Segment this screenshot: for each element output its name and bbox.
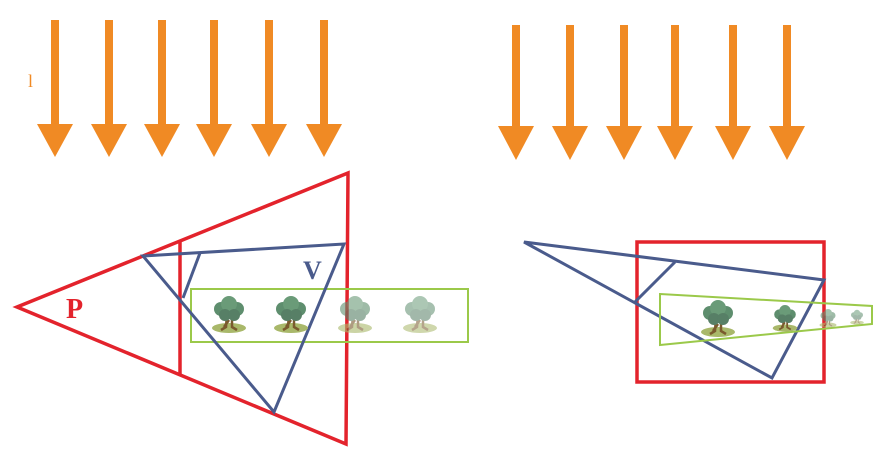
trees-right: [699, 298, 865, 339]
view-near-plane: [181, 252, 202, 299]
right-panel: [498, 25, 873, 384]
light-arrow: [91, 20, 127, 157]
light-arrow: [552, 25, 588, 160]
light-arrow: [196, 20, 232, 157]
view-label: V: [303, 256, 322, 285]
tree-icon: [818, 308, 838, 329]
tree-icon: [699, 298, 737, 339]
tree-icon: [849, 309, 865, 326]
light-arrows-right: [498, 25, 805, 160]
light-arrow: [37, 20, 73, 157]
tree-icon: [272, 294, 310, 335]
light-arrow: [769, 25, 805, 160]
light-arrow: [251, 20, 287, 157]
warped-scene-box: [659, 292, 873, 347]
light-arrow: [657, 25, 693, 160]
light-arrow: [498, 25, 534, 160]
light-arrows-left: [37, 20, 342, 157]
tree-icon: [336, 294, 374, 335]
light-arrow: [144, 20, 180, 157]
light-label: l: [28, 71, 33, 91]
frustum-label: P: [66, 294, 83, 325]
tree-icon: [401, 294, 439, 335]
light-arrow: [306, 20, 342, 157]
light-arrow: [715, 25, 751, 160]
tree-icon: [771, 304, 799, 333]
light-arrow: [606, 25, 642, 160]
warped-view-near-plane: [632, 260, 677, 305]
view-frustum-v: [139, 242, 347, 415]
scene-box: [190, 288, 469, 343]
left-panel: l P V: [12, 20, 469, 447]
tree-icon: [210, 294, 248, 335]
trees-left: [210, 294, 439, 335]
